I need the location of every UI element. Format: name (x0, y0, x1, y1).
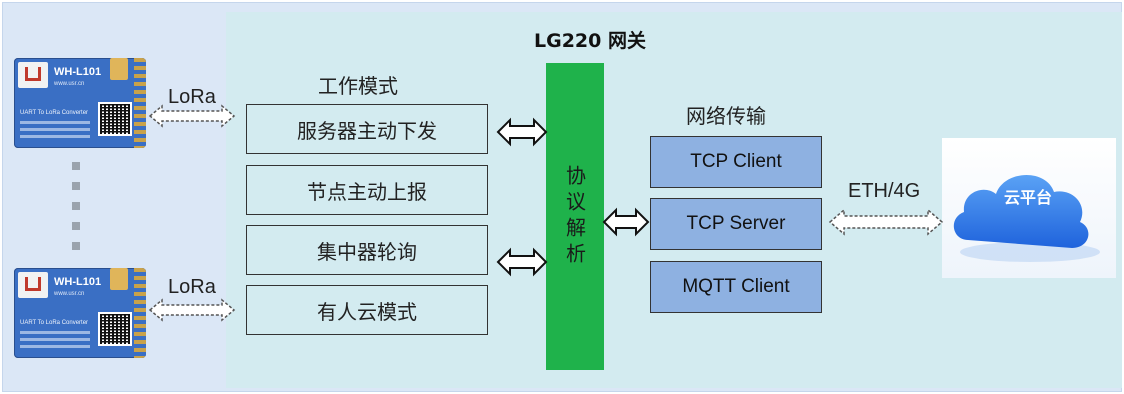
cloud-icon (953, 174, 1100, 262)
module-caption: UART To LoRa Converter (20, 110, 89, 116)
lora-arrow-bottom (148, 298, 236, 322)
lora-label-bottom: LoRa (168, 276, 216, 298)
network-heading: 网络传输 (686, 104, 766, 128)
lora-module-top: WH-L101 www.usr.cn UART To LoRa Converte… (14, 58, 146, 148)
ellipsis-dot (72, 222, 80, 230)
cloud-platform-label: 云平台 (1003, 188, 1052, 207)
eth-arrow (828, 208, 944, 236)
protocol-parse-label: 协议解析 (562, 164, 587, 269)
module-logo-icon (18, 62, 48, 88)
qr-code-icon (98, 312, 132, 346)
antenna-connector-icon (110, 58, 128, 80)
net-mqtt-client: MQTT Client (650, 261, 822, 313)
ellipsis-dot (72, 162, 80, 170)
ellipsis-dot (72, 182, 80, 190)
ellipsis-dot (72, 242, 80, 250)
mode-arrow-top (496, 117, 548, 147)
protocol-parse-bar: 协议解析 (546, 63, 604, 370)
module-model: WH-L101 (54, 66, 102, 78)
net-tcp-client: TCP Client (650, 136, 822, 188)
work-mode-heading: 工作模式 (318, 74, 398, 98)
mode-concentrator-poll: 集中器轮询 (246, 225, 488, 275)
mode-node-report: 节点主动上报 (246, 165, 488, 215)
module-pins (134, 58, 146, 148)
module-site: www.usr.cn (54, 81, 85, 87)
module-caption: UART To LoRa Converter (20, 320, 89, 326)
net-tcp-server: TCP Server (650, 198, 822, 250)
mode-arrow-bottom (496, 247, 548, 277)
qr-code-icon (98, 102, 132, 136)
ellipsis-dot (72, 202, 80, 210)
lora-label-top: LoRa (168, 86, 216, 108)
lora-arrow-top (148, 104, 236, 128)
module-site: www.usr.cn (54, 291, 85, 297)
module-model: WH-L101 (54, 276, 102, 288)
mode-server-push: 服务器主动下发 (246, 104, 488, 154)
lora-module-bottom: WH-L101 www.usr.cn UART To LoRa Converte… (14, 268, 146, 358)
antenna-connector-icon (110, 268, 128, 290)
mode-usr-cloud: 有人云模式 (246, 285, 488, 335)
gateway-title: LG220 网关 (534, 30, 646, 52)
eth-4g-label: ETH/4G (848, 180, 921, 202)
module-logo-icon (18, 272, 48, 298)
network-arrow (602, 207, 650, 237)
module-pins (134, 268, 146, 358)
